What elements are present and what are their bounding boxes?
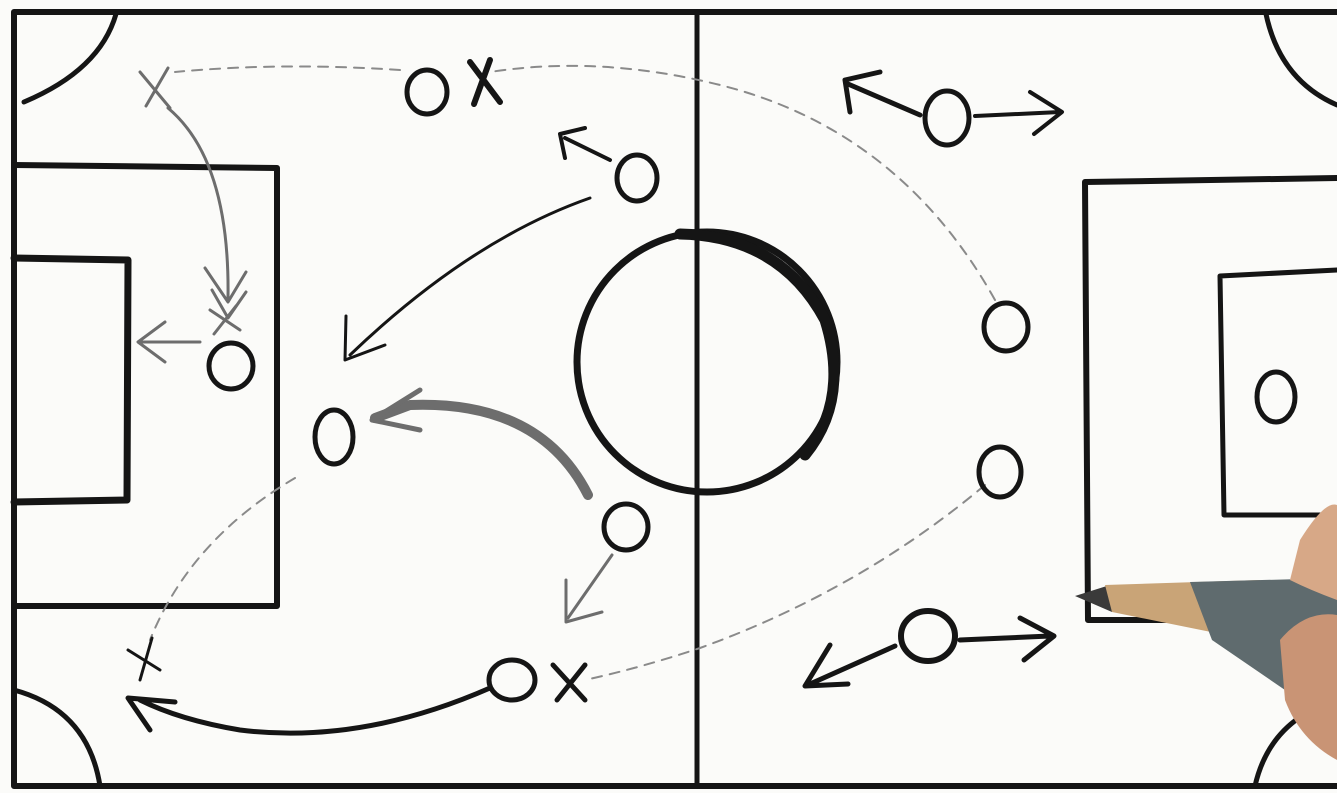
- dashed-pass-line: [175, 66, 400, 72]
- player-marker: [407, 70, 447, 114]
- center-circle: [577, 232, 837, 492]
- move-arrow: [805, 645, 895, 686]
- player-marker: [984, 303, 1028, 351]
- arrow-head: [205, 268, 246, 302]
- move-arrow: [845, 72, 920, 115]
- move-arrow: [138, 322, 200, 362]
- run-arrow: [350, 198, 590, 355]
- player-marker: [604, 504, 648, 550]
- pitch-outline: [14, 12, 1337, 786]
- pencil-run-arrow: [375, 405, 588, 495]
- player-marker: [315, 410, 353, 464]
- player-marker: [901, 611, 955, 661]
- left-goal-area: [14, 258, 128, 502]
- right-goal-area: [1220, 270, 1337, 515]
- dashed-pass-line: [150, 478, 295, 640]
- player-marker: [925, 91, 969, 145]
- pencil-run-arrow: [168, 108, 228, 298]
- corner-arc-bottom-left: [14, 690, 100, 786]
- hand: [1280, 504, 1337, 760]
- move-arrow: [960, 618, 1054, 660]
- center-circle-heavy-arc: [680, 234, 834, 455]
- move-arrow: [975, 92, 1062, 134]
- player-marker: [489, 660, 535, 700]
- player-arrows: [560, 72, 1062, 686]
- player-marker: [979, 447, 1021, 497]
- corner-arc-top-right: [1266, 14, 1337, 105]
- dashed-pass-line: [490, 66, 995, 300]
- defender-marker: [470, 60, 500, 104]
- goalkeeper-marker: [1257, 372, 1295, 422]
- move-arrow: [566, 555, 612, 622]
- player-marker: [209, 343, 253, 389]
- pitch: [14, 12, 1337, 786]
- defender-marker: [553, 665, 585, 700]
- player-marker: [617, 155, 657, 201]
- move-arrow: [560, 128, 610, 160]
- defender-marker: [140, 68, 170, 108]
- defender-marker: [128, 638, 160, 680]
- run-arrow: [140, 688, 490, 733]
- hand-finger: [1280, 614, 1337, 760]
- corner-arc-top-left: [24, 14, 116, 102]
